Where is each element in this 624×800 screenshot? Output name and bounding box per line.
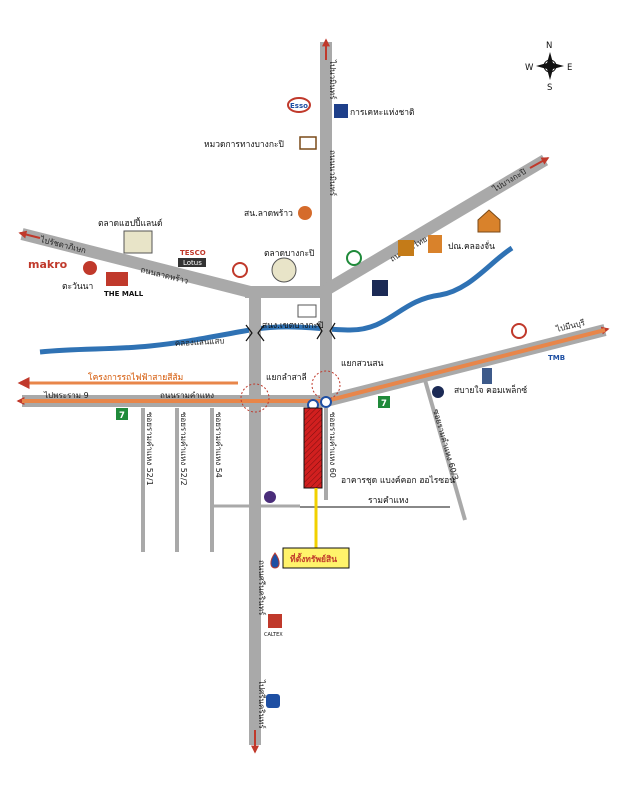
compass-s: S — [547, 83, 552, 93]
krungsri-icon — [266, 694, 280, 708]
south-road-label: ไปศรีนครินทร์ — [257, 679, 267, 729]
caltex-label: CALTEX — [264, 632, 283, 638]
sabai-jai-icon — [482, 368, 492, 384]
canal — [39, 245, 514, 355]
west-lat-phrao-arrow — [18, 230, 41, 239]
siam-cement-icon — [432, 386, 444, 398]
national-housing-label: การเคหะแห่งชาติ — [350, 108, 415, 118]
ne-arrow — [529, 157, 550, 169]
lam-sali-junction — [240, 383, 270, 413]
bang-kapi-district-label: หมวดการทางบางกะปิ — [204, 140, 284, 150]
siam-commercial-icon — [264, 491, 276, 503]
north-road-label: ไปนวมินทร์ — [328, 59, 338, 100]
sabai-jai-label: สบายใจ คอมเพล็กซ์ — [454, 384, 527, 396]
orange-line-east — [325, 328, 606, 403]
orange-line-label: โครงการรถไฟฟ้าสายสีส้ม — [88, 372, 183, 383]
station-marker-east — [320, 396, 332, 408]
krungthai-icon — [398, 240, 414, 256]
soi-54-label: ซอยรามคำแหง 54 — [214, 412, 223, 478]
property-callout — [282, 547, 350, 569]
bank-icon-right — [511, 323, 527, 339]
bangkok-bank-icon — [372, 280, 388, 296]
soi-60-label: ซอยรามคำแหง 60 — [328, 412, 337, 478]
soi-60-3-label: ซอยรามคำแหง 60/3 — [431, 408, 460, 481]
canal-label: คลองแสนแสบ — [175, 336, 225, 348]
police-icon — [298, 206, 312, 220]
lotus-label: Lotus — [183, 259, 202, 267]
the-mall-label: THE MALL — [104, 290, 144, 298]
tmb-label: TMB — [548, 354, 565, 362]
esso-icon — [287, 97, 311, 113]
compass-w: W — [525, 63, 534, 73]
compass-n: N — [546, 41, 552, 51]
seri-thai-road — [322, 154, 549, 296]
seven-eleven-icon-east — [378, 396, 390, 408]
tawanna-label: ตะวันนา — [62, 282, 93, 292]
bang-kapi-office-icon — [297, 304, 317, 318]
ptt-icon — [270, 552, 280, 569]
bang-kapi-market-icon — [271, 257, 297, 283]
district-office-icon — [299, 136, 317, 150]
property-label: ที่ตั้งทรัพย์สิน — [290, 552, 337, 565]
happy-land-icon — [123, 230, 153, 254]
to-bang-kapi-label: ไปบางกะปิ — [491, 167, 528, 194]
to-rama9-label: ไปพระราม 9 — [43, 391, 89, 400]
building-label-2: รามคำแหง — [368, 496, 409, 506]
happy-land-label: ตลาดแฮปปี้แลนด์ — [98, 217, 163, 229]
seven-eleven-label-west: 7 — [119, 411, 125, 421]
to-ratchada-label: ไปรัชดาภิเษก — [39, 235, 88, 255]
kbank-icon — [346, 250, 362, 266]
national-housing-icon — [334, 104, 348, 118]
north-road-name: ถนนนวมินทร์ — [328, 150, 338, 197]
bridge-right — [316, 322, 336, 340]
soi-60-3 — [423, 379, 467, 521]
soi-52-2-label: ซอยรามคำแหง 52/2 — [179, 412, 188, 486]
esso-label: Esso — [290, 102, 308, 110]
south-road-name: ถนนศรีนครินทร์ — [257, 560, 267, 616]
tesco-label: TESCO — [180, 249, 206, 257]
temple-icon — [477, 209, 501, 233]
seven-eleven-label-east: 7 — [381, 399, 387, 409]
bank-icon-left — [232, 262, 248, 278]
bridge-left — [245, 324, 265, 342]
post-office-label: ปณ.คลองจั่น — [448, 240, 495, 252]
makro-label: makro — [28, 258, 68, 271]
building-label: อาคารชุด แบงค์คอก ฮอไรซอน — [341, 475, 455, 486]
bang-kapi-market-label: ตลาดบางกะปิ — [264, 249, 314, 259]
bang-kapi-office-label: สนง.เขตบางกะปิ — [262, 321, 324, 331]
the-mall-icon — [106, 272, 128, 286]
lotus-badge — [178, 258, 206, 267]
tawanna-icon — [83, 261, 97, 275]
ramkhamhaeng-label: ถนนรามคำแหง — [160, 391, 214, 400]
compass-e: E — [567, 63, 572, 73]
suan-son-label: แยกสวนสน — [341, 359, 384, 369]
compass: N S E W — [525, 41, 572, 93]
property-building — [303, 407, 323, 489]
compass-star-icon — [536, 52, 564, 80]
seven-eleven-icon-west — [116, 408, 128, 420]
caltex-icon — [268, 614, 282, 628]
lat-phrao-station-label: สน.ลาดพร้าว — [244, 208, 293, 219]
lat-phrao-road — [20, 228, 252, 298]
lam-sali-label: แยกลำสาลี — [266, 372, 307, 383]
post-office-icon — [428, 235, 442, 253]
soi-52-1-label: ซอยรามคำแหง 52/1 — [145, 412, 154, 486]
